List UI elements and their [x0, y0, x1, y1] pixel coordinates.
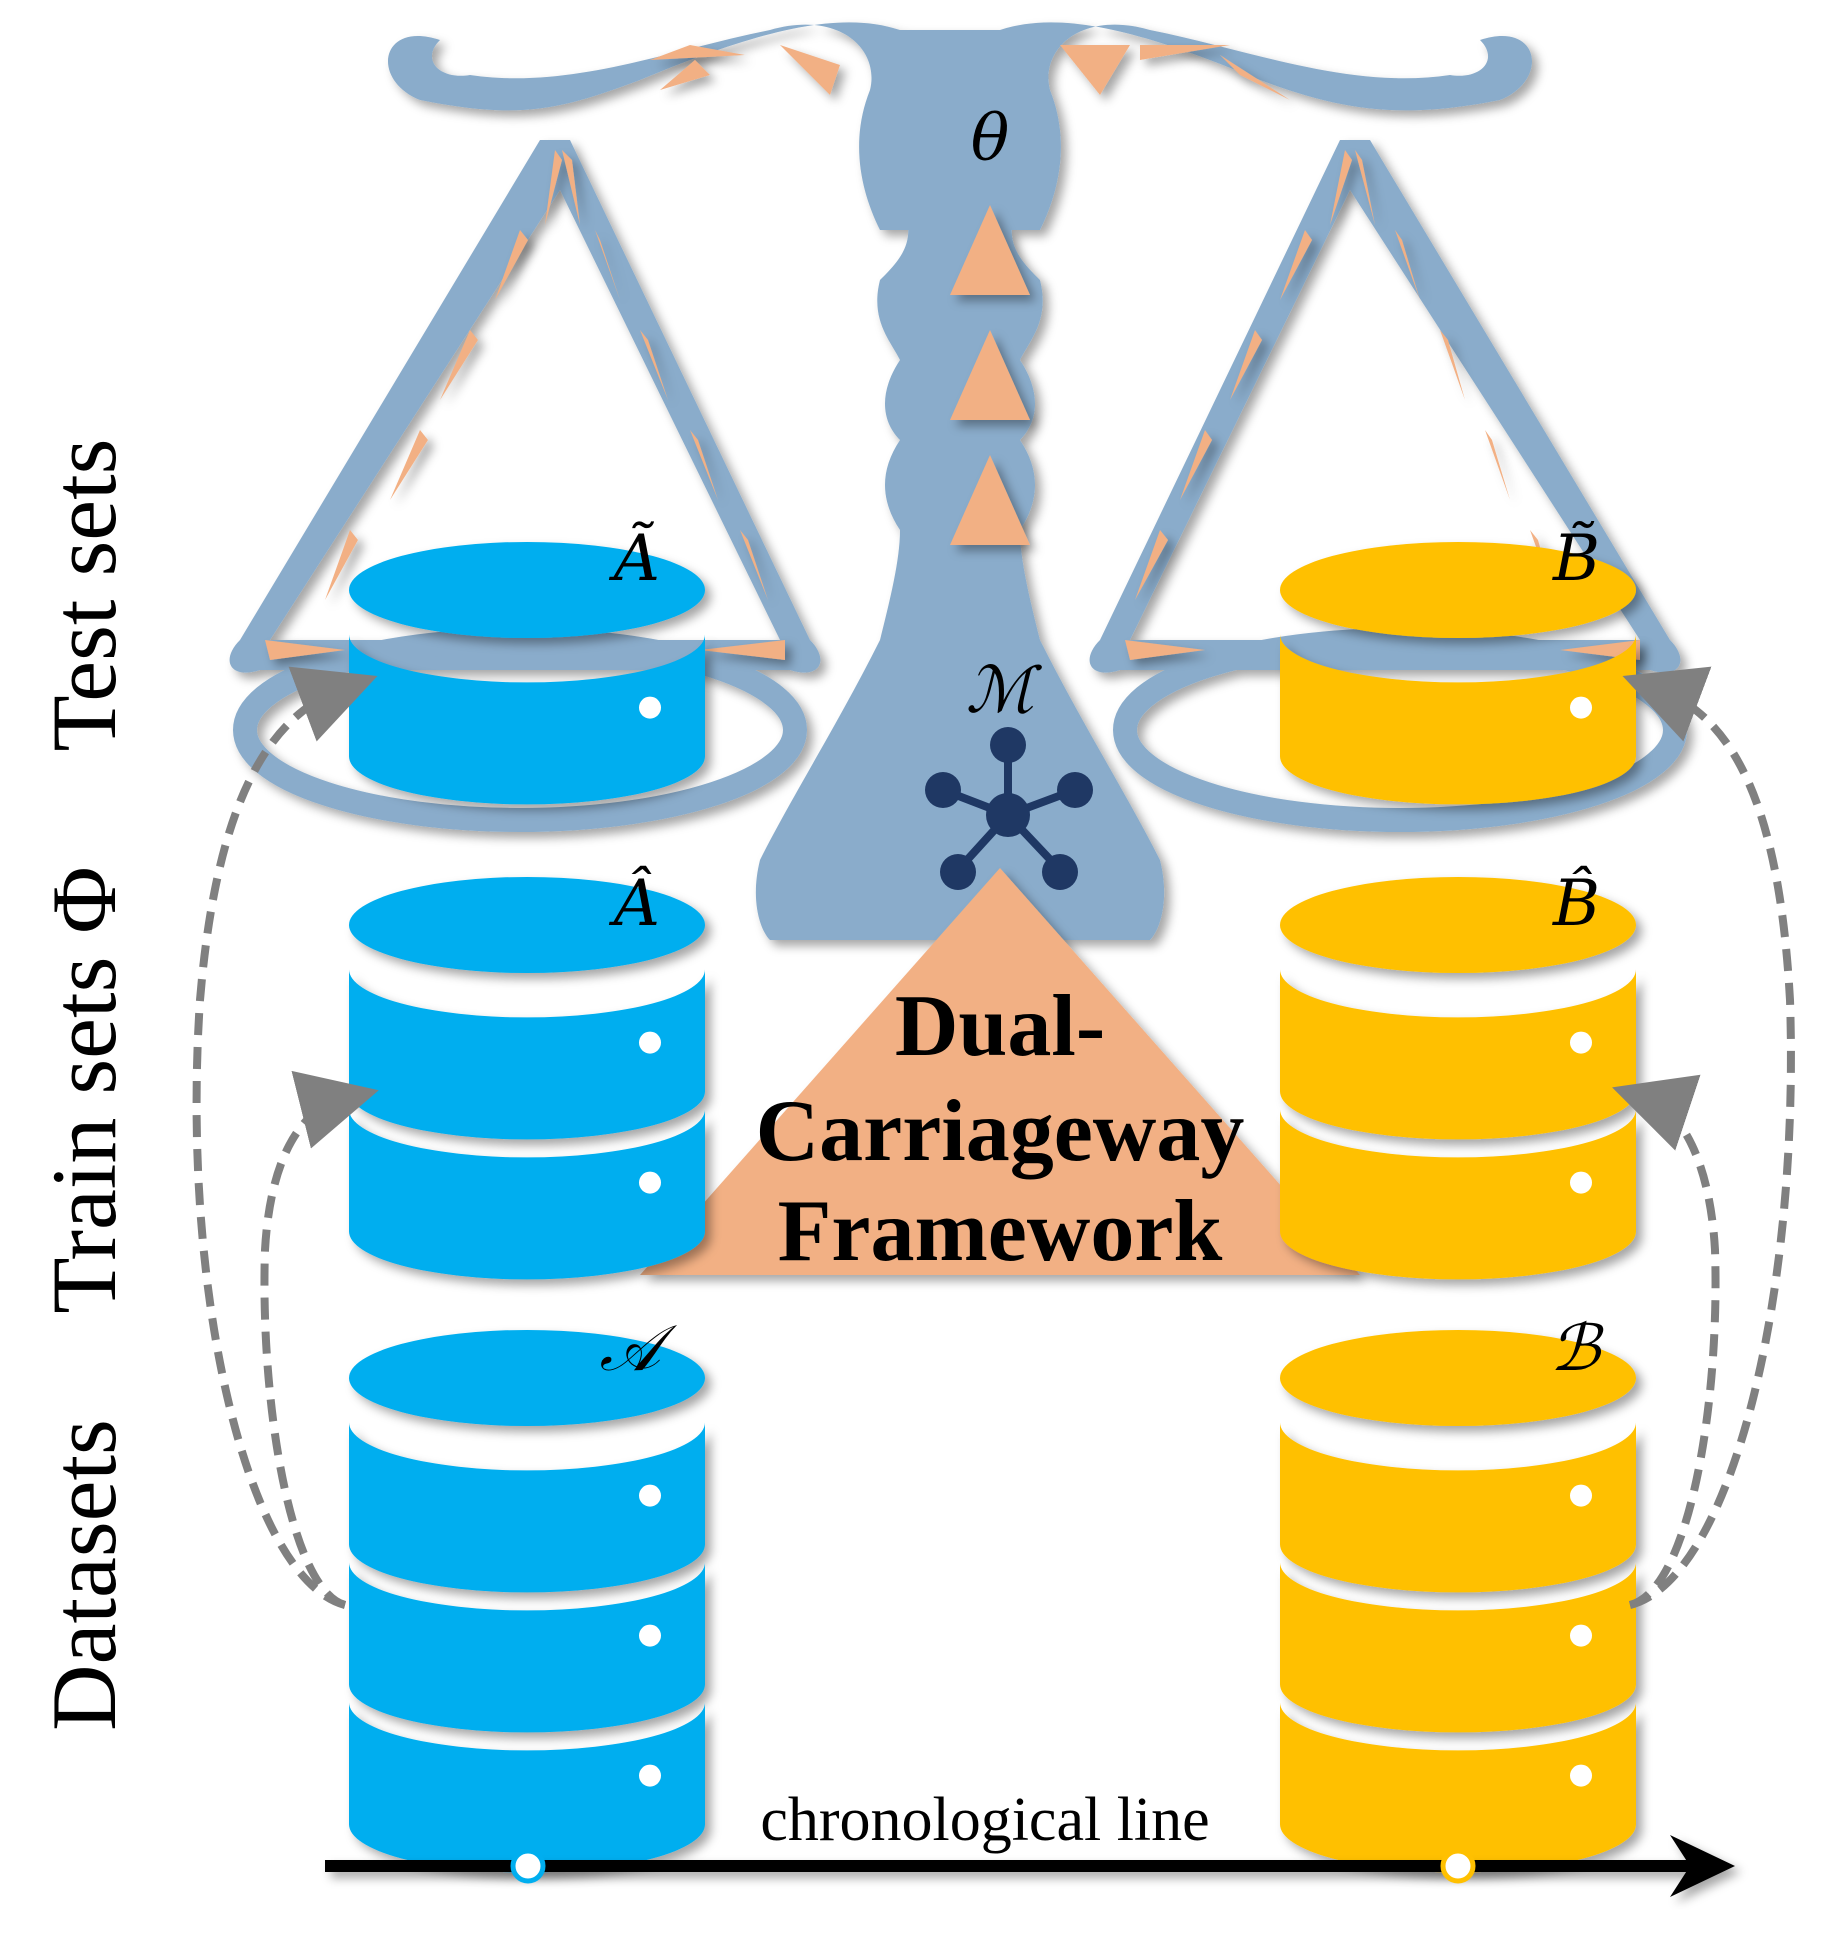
accent-triangle [495, 230, 528, 300]
accent-triangle [1135, 530, 1168, 600]
database-cap [1280, 877, 1636, 973]
accent-triangle [1230, 330, 1262, 400]
side-label-train-sets: Train sets Φ [33, 866, 135, 1313]
database-tier [349, 1702, 705, 1873]
database-indicator-icon [1570, 1484, 1592, 1507]
accent-triangle [325, 530, 358, 600]
accent-triangle [1180, 430, 1212, 500]
chronological-timeline [325, 1835, 1735, 1897]
database-tier [1280, 1422, 1636, 1593]
timeline-arrowhead [1670, 1835, 1735, 1897]
database-tier [1280, 1109, 1636, 1280]
test-set-b-label: B̃ [1552, 521, 1600, 596]
database-indicator-icon [639, 1171, 661, 1194]
database-tier [1280, 1702, 1636, 1873]
dataset-a-to-test-arrow [192, 666, 378, 1609]
database-tier [1280, 969, 1636, 1140]
database-cap [349, 1330, 705, 1426]
database-data-b [1280, 1330, 1636, 1873]
dataset-b-to-train-arrow [1612, 1074, 1720, 1609]
database-tier [349, 634, 705, 805]
left-pan [233, 628, 807, 832]
accent-triangle [1140, 45, 1230, 60]
database-cap [1280, 542, 1636, 638]
database-indicator-icon [1570, 1171, 1592, 1194]
timeline-label: chronological line [760, 1786, 1209, 1854]
framework-label-line1: Dual- [895, 978, 1105, 1075]
pillar-triangle [950, 455, 1030, 545]
database-indicator-icon [639, 696, 661, 719]
database-tier [349, 1562, 705, 1733]
database-indicator-icon [639, 1031, 661, 1054]
database-cap [1280, 1330, 1636, 1426]
accent-triangle [545, 150, 562, 225]
timeline-bar [325, 1860, 1695, 1872]
database-tier [1280, 1562, 1636, 1733]
scale-beam [387, 22, 1533, 230]
accent-triangle [1395, 230, 1420, 300]
database-cap [349, 542, 705, 638]
database-tier [349, 969, 705, 1140]
accent-triangle [690, 430, 718, 500]
model-symbol: ℳ [966, 654, 1043, 728]
accent-triangle [740, 530, 768, 600]
dataset-b-label: ℬ [1550, 1312, 1605, 1386]
accent-triangle [700, 640, 785, 660]
database-indicator-icon [1570, 1031, 1592, 1054]
framework-label-line2: Carriageway [756, 1083, 1245, 1180]
accent-triangle [440, 330, 478, 400]
accent-triangle [1125, 640, 1205, 660]
database-indicator-icon [1570, 1764, 1592, 1787]
left-split-arrows [192, 666, 379, 1609]
accent-triangle [562, 150, 580, 225]
database-train-a [349, 877, 705, 1280]
accent-triangle [1220, 55, 1290, 100]
pillar-triangles [950, 205, 1030, 545]
accent-triangle [1440, 330, 1465, 400]
timeline-marker-b [1440, 1848, 1476, 1884]
database-tier [349, 1422, 705, 1593]
database-indicator-icon [1570, 1624, 1592, 1647]
train-set-b-label: B̂ [1552, 866, 1600, 941]
accent-triangle [1060, 45, 1130, 95]
accent-triangle [780, 45, 840, 95]
framework-triangle [640, 868, 1360, 1275]
framework-label-line3: Framework [778, 1183, 1223, 1280]
side-label-test-sets: Test sets [33, 439, 135, 752]
accent-triangle [595, 230, 620, 300]
database-tier [1280, 634, 1636, 805]
pillar-triangle [950, 205, 1030, 295]
theta-symbol: θ [971, 102, 1010, 176]
database-data-a [349, 1330, 705, 1873]
side-label-datasets: Datasets [33, 1419, 135, 1731]
scale-accent-triangles [265, 45, 1640, 660]
database-test-b [1280, 542, 1636, 805]
timeline-marker-a [510, 1848, 546, 1884]
accent-triangle [1355, 150, 1375, 225]
accent-triangle [1280, 230, 1312, 300]
train-set-a-label: Â [609, 866, 660, 941]
database-train-b [1280, 877, 1636, 1280]
right-split-arrows [1612, 666, 1795, 1609]
accent-triangle [660, 60, 710, 90]
accent-triangle [1485, 430, 1510, 500]
database-tier [349, 1109, 705, 1280]
scale-pillar [755, 200, 1165, 940]
database-indicator-icon [1570, 696, 1592, 719]
database-indicator-icon [639, 1484, 661, 1507]
database-cap [349, 877, 705, 973]
database-indicator-icon [639, 1624, 661, 1647]
database-indicator-icon [639, 1764, 661, 1787]
accent-triangle [1330, 150, 1352, 225]
test-set-a-label: Ã [609, 521, 660, 596]
accent-triangle [265, 640, 345, 660]
accent-triangle [640, 330, 668, 400]
pillar-triangle [950, 330, 1030, 420]
network-node-icon [925, 727, 1093, 890]
database-test-a [349, 542, 705, 805]
databases [349, 542, 1636, 1873]
accent-triangle [390, 430, 428, 500]
dataset-b-to-test-arrow [1622, 666, 1795, 1609]
accent-triangle [650, 45, 745, 60]
